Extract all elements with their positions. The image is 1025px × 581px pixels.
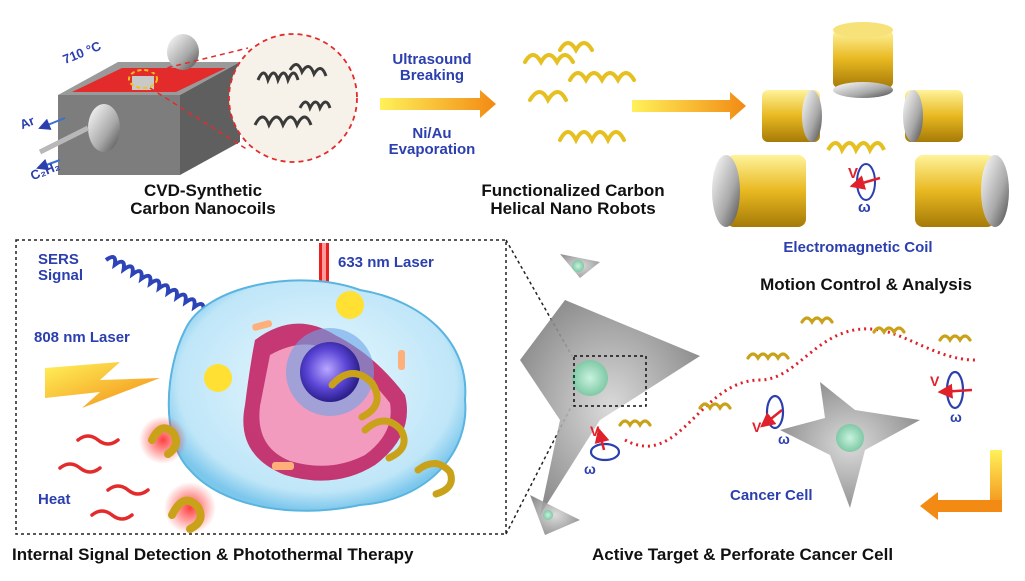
motion-caption: Motion Control & Analysis	[760, 275, 972, 294]
robots-caption-line2: Helical Nano Robots	[490, 198, 656, 218]
sers-line2: Signal	[38, 266, 84, 284]
evaporation-line1: Ni/Au	[412, 125, 452, 142]
electromagnetic-coil-array	[712, 22, 1009, 227]
sers-line1: SERS	[38, 251, 79, 268]
velocity-label-3: V	[930, 373, 940, 389]
ultrasound-step: Ultrasound Breaking	[368, 52, 496, 84]
cvd-furnace	[36, 33, 358, 175]
coil-left	[762, 90, 822, 142]
rotation-indicators	[589, 370, 973, 462]
sers-label: SERS Signal	[38, 252, 83, 284]
omega-label-3: ω	[950, 409, 962, 425]
heat-label: Heat	[38, 491, 71, 508]
path-robots	[618, 316, 972, 429]
therapy-scene	[45, 243, 467, 534]
velocity-label-top: V	[848, 165, 859, 182]
cvd-caption-line2: Carbon Nanocoils	[130, 198, 276, 218]
ultrasound-line2: Breaking	[399, 66, 465, 84]
laser-808-label: 808 nm Laser	[34, 329, 130, 346]
evaporation-step: Ni/Au Evaporation	[368, 126, 496, 158]
coil-bottom-right	[915, 155, 1009, 227]
laser-633-label: 633 nm Laser	[338, 254, 434, 271]
ultrasound-line1: Ultrasound	[392, 51, 472, 68]
coil-top	[833, 22, 893, 98]
omega-label-1: ω	[584, 461, 596, 477]
zoom-box	[573, 355, 647, 407]
electromagnetic-coil-label: Electromagnetic Coil	[783, 239, 933, 256]
robot-trajectory	[624, 327, 976, 448]
coil-bottom-left	[712, 155, 806, 227]
robots-caption-line1: Functionalized Carbon	[481, 181, 665, 200]
cancer-cells	[520, 254, 920, 535]
omega-label-2: ω	[778, 431, 790, 447]
therapy-panel-border	[15, 239, 507, 535]
velocity-label-1: V	[590, 423, 600, 439]
therapy-caption: Internal Signal Detection & Photothermal…	[12, 545, 414, 564]
cvd-caption: CVD-Synthetic Carbon Nanocoils	[128, 182, 278, 218]
coil-right	[903, 90, 963, 142]
target-caption: Active Target & Perforate Cancer Cell	[592, 545, 894, 564]
cancer-cell-label: Cancer Cell	[730, 487, 813, 504]
omega-label-top: ω	[858, 199, 871, 216]
evaporation-line2: Evaporation	[388, 140, 476, 158]
process-arrows	[380, 90, 746, 120]
return-arrow	[920, 450, 1002, 520]
cvd-caption-line1: CVD-Synthetic	[143, 181, 263, 200]
helical-nano-robots	[523, 41, 636, 145]
velocity-label-2: V	[752, 419, 762, 435]
robots-caption: Functionalized Carbon Helical Nano Robot…	[470, 182, 676, 218]
